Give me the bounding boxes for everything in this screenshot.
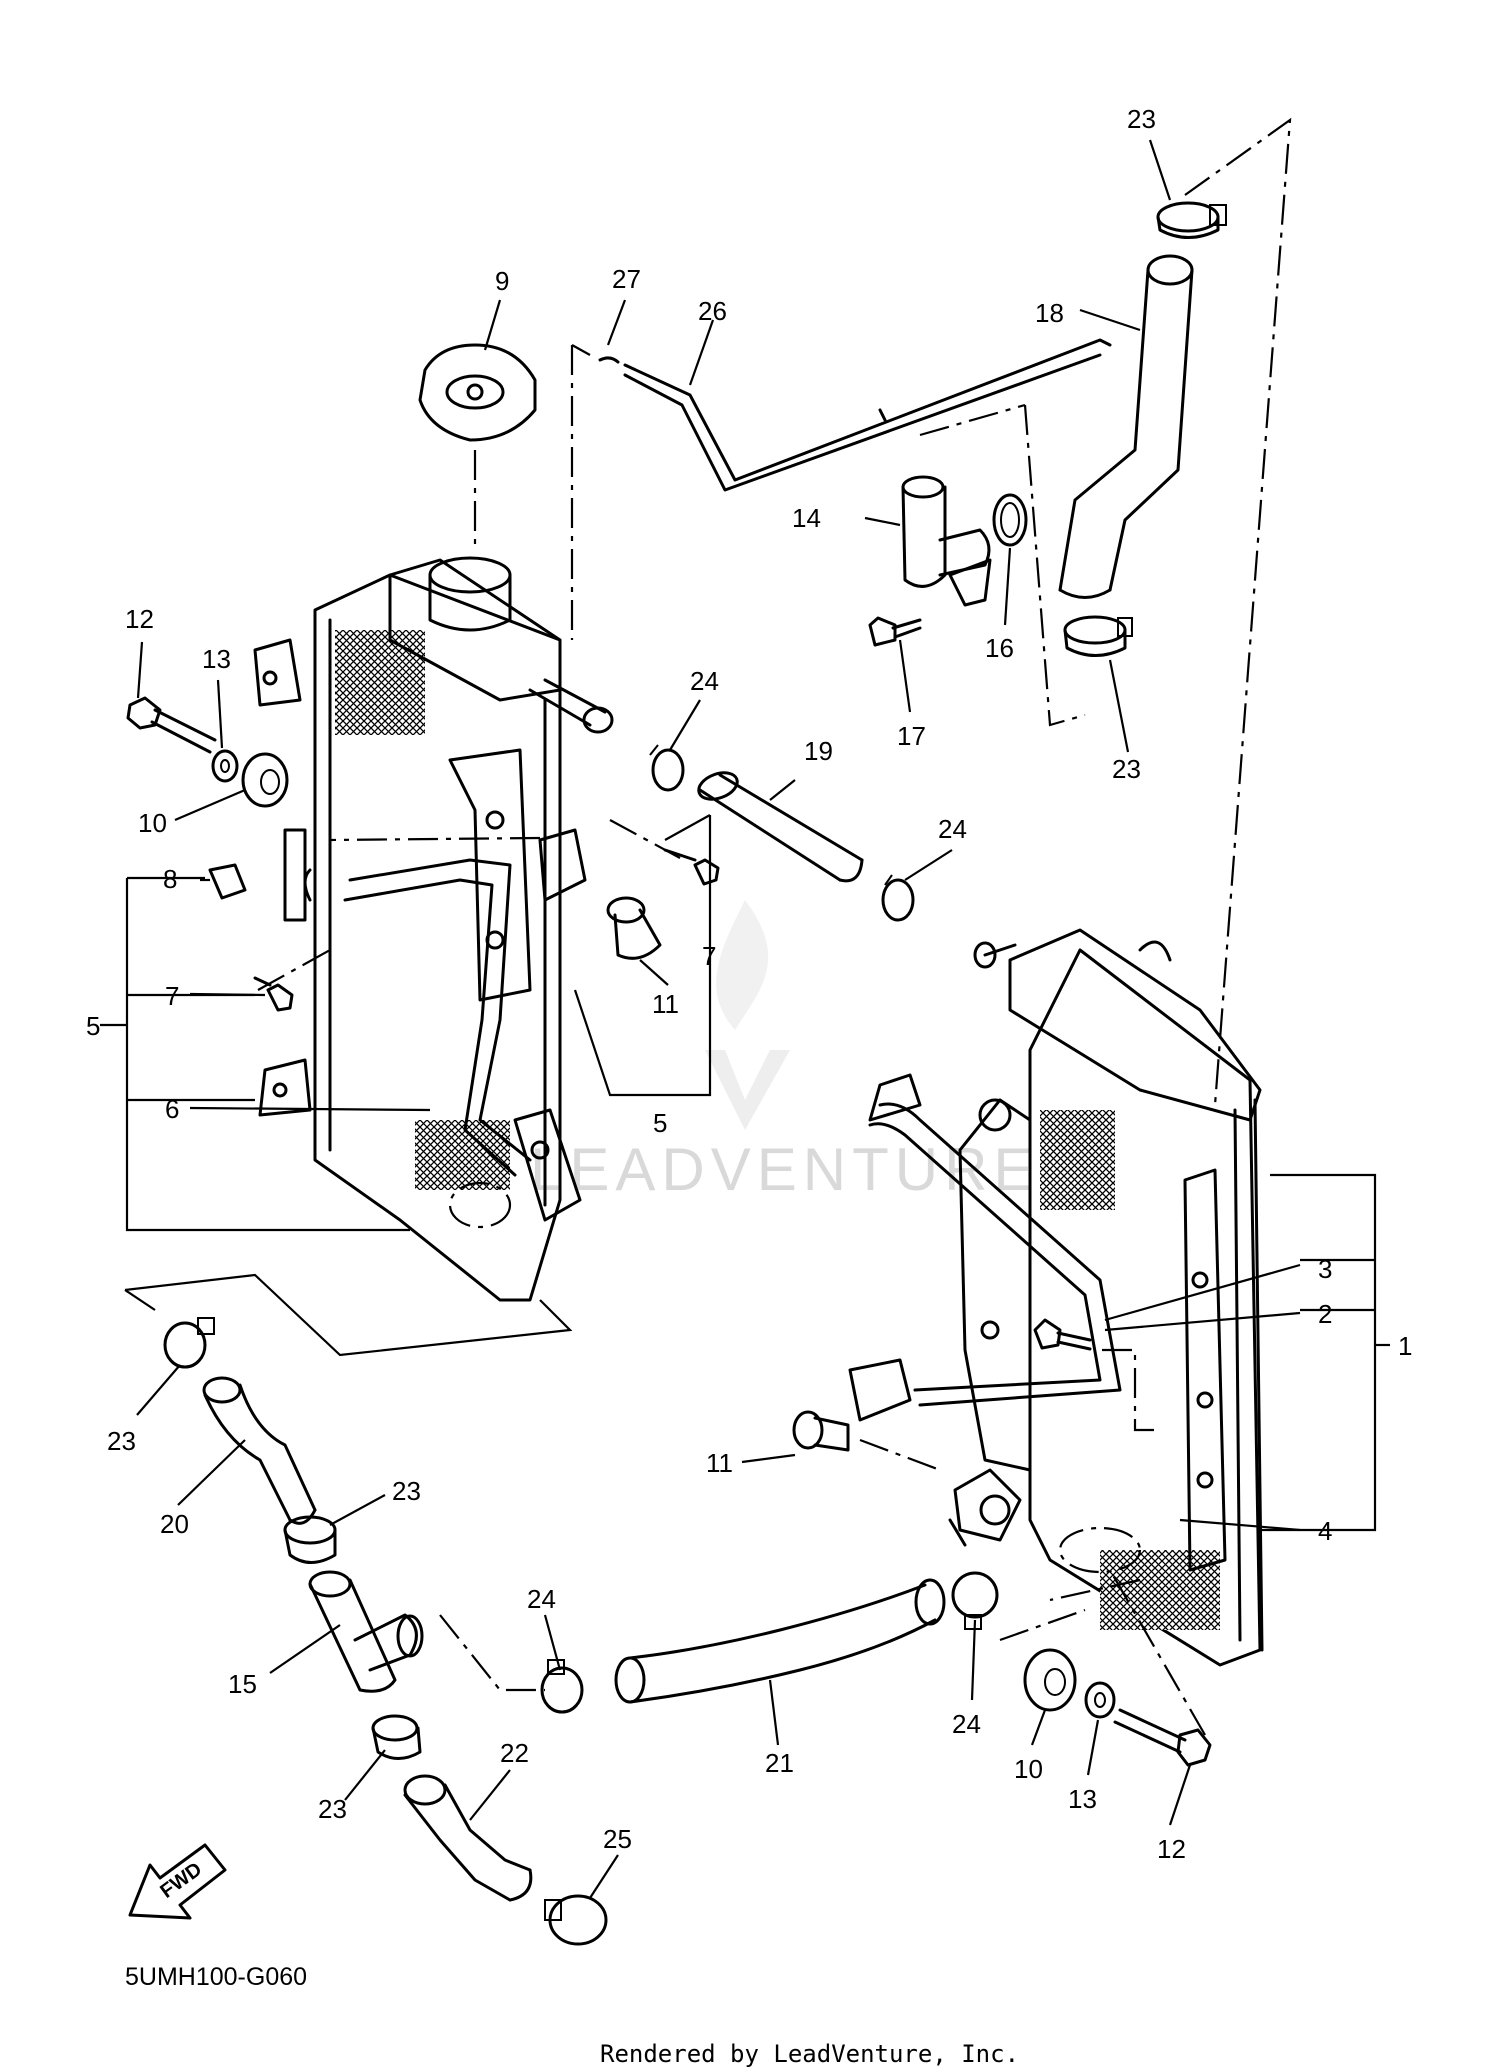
diagram-code: 5UMH100-G060	[125, 1963, 307, 1991]
left-radiator	[253, 556, 614, 1302]
collar-11a	[606, 896, 662, 960]
callout-11-b: 11	[706, 1448, 733, 1478]
fwd-arrow-icon	[128, 1843, 227, 1920]
leader-lines	[136, 139, 1301, 1899]
callout-23-mid: 23	[392, 1476, 421, 1506]
callout-27: 27	[612, 264, 641, 294]
callout-15: 15	[228, 1669, 257, 1699]
callout-23-low: 23	[318, 1794, 347, 1824]
screw-2	[1033, 1318, 1092, 1351]
callout-18: 18	[1035, 298, 1064, 328]
nut-clip	[208, 863, 247, 900]
callout-12-left: 12	[125, 604, 154, 634]
bolt-12-right	[1113, 1708, 1212, 1767]
lower-hose-20	[202, 1376, 317, 1525]
bolt-12-left	[126, 696, 217, 754]
callout-17: 17	[897, 721, 926, 751]
lower-hose-22	[403, 1774, 533, 1902]
o-ring	[992, 493, 1028, 547]
lower-bracket-lines	[124, 1273, 573, 1357]
callout-5-left: 5	[86, 1011, 100, 1041]
callout-2: 2	[1318, 1299, 1332, 1329]
callout-1: 1	[1398, 1331, 1412, 1361]
hose-clamp-upper-b	[1063, 615, 1133, 657]
radiator-cap	[418, 343, 537, 442]
callout-9: 9	[495, 266, 509, 296]
callout-26: 26	[698, 296, 727, 326]
callout-24-a: 24	[690, 666, 719, 696]
hose-clamp-23m	[283, 1515, 337, 1564]
upper-hose	[1058, 254, 1194, 599]
middle-hose	[697, 771, 864, 883]
grommet-10-left	[241, 752, 289, 808]
callout-8: 8	[163, 864, 177, 894]
callout-20: 20	[160, 1509, 189, 1539]
callout-4: 4	[1318, 1516, 1332, 1546]
callout-16: 16	[985, 633, 1014, 663]
callout-24-c: 24	[527, 1584, 556, 1614]
hose-clamp-24c	[540, 1659, 584, 1714]
callout-19: 19	[804, 736, 833, 766]
grommet-10-right	[1023, 1648, 1077, 1712]
callout-24-b: 24	[938, 814, 967, 844]
callout-13-left: 13	[202, 644, 231, 674]
right-radiator	[848, 928, 1264, 1667]
callout-5-bottom: 5	[653, 1108, 667, 1138]
hose-clamp-25	[544, 1894, 608, 1946]
callout-23-left: 23	[107, 1426, 136, 1456]
callout-13-right: 13	[1068, 1784, 1097, 1814]
hose-clamp-24d	[951, 1571, 999, 1630]
hose-clamp-23n	[371, 1714, 422, 1760]
reference-lines	[257, 117, 1292, 1736]
callout-12-right: 12	[1157, 1834, 1186, 1864]
water-joint	[901, 475, 992, 607]
washer-13-right	[1084, 1681, 1116, 1719]
callout-6: 6	[165, 1094, 179, 1124]
callout-21: 21	[765, 1748, 794, 1778]
callout-10-right: 10	[1014, 1754, 1043, 1784]
washer-13-left	[211, 749, 239, 783]
hose-clamp-24b	[881, 874, 915, 922]
callout-14: 14	[792, 503, 821, 533]
hose-clamp-24a	[649, 744, 685, 792]
tee-joint	[308, 1570, 424, 1693]
hose-clamp-23l	[163, 1317, 215, 1369]
long-hose-21	[614, 1578, 946, 1704]
callout-24-d: 24	[952, 1709, 981, 1739]
hose-clamp-top	[1156, 201, 1227, 239]
callout-labels: 23 18 27 26 9 14 16 17 23 12 13 24 19 24…	[86, 104, 1412, 1864]
callout-25: 25	[603, 1824, 632, 1854]
callout-10-left: 10	[138, 808, 167, 838]
group-bracket-lines	[100, 814, 1390, 1532]
callout-23-top: 23	[1127, 104, 1156, 134]
watermark-logo-icon	[705, 900, 790, 1130]
callout-22: 22	[500, 1738, 529, 1768]
callout-11-a: 11	[652, 989, 679, 1019]
callout-7-b: 7	[165, 981, 179, 1011]
breather-hose	[598, 338, 1112, 492]
callout-23-b: 23	[1112, 754, 1141, 784]
collar-11b	[792, 1410, 850, 1452]
footer-credit: Rendered by LeadVenture, Inc.	[600, 2040, 1019, 2068]
callout-7-a: 7	[702, 941, 716, 971]
bolt-17	[868, 616, 922, 647]
fwd-label: FWD	[156, 1858, 206, 1903]
callout-3: 3	[1318, 1254, 1332, 1284]
